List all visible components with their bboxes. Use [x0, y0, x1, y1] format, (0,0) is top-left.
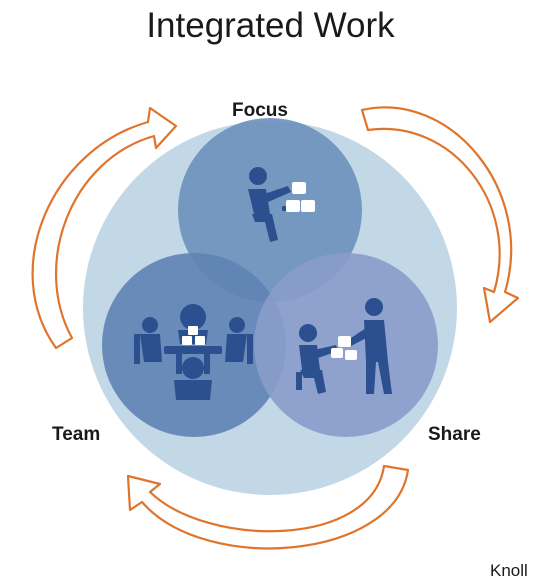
focus-circle	[178, 118, 362, 302]
cycle-arrows	[31, 106, 520, 550]
team-circle	[102, 253, 286, 437]
focus-label: Focus	[232, 100, 288, 121]
team-table-icon	[134, 304, 253, 400]
focus-person-icon	[248, 167, 315, 242]
page-title: Integrated Work	[146, 6, 395, 45]
arrow-team-to-focus	[31, 106, 178, 350]
credit-text: Knoll	[490, 561, 528, 580]
share-people-icon	[296, 298, 392, 394]
arrow-focus-to-share	[360, 106, 520, 324]
team-label: Team	[52, 424, 101, 445]
arrow-share-to-team	[126, 464, 410, 550]
share-label: Share	[428, 424, 481, 445]
